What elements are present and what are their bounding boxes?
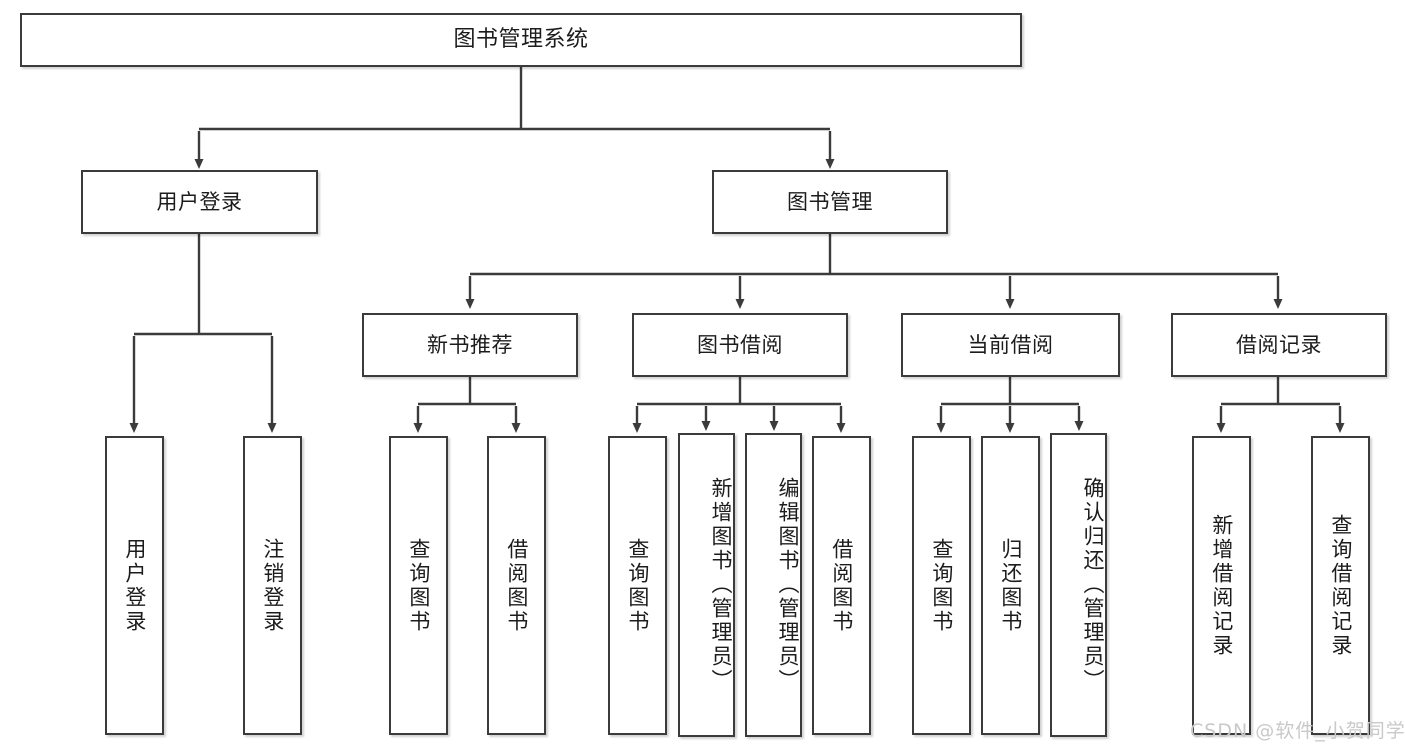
leaf-current-borrow-return-book[interactable]: 归还图书 bbox=[981, 436, 1040, 735]
leaf-user-login-login[interactable]: 用户登录 bbox=[105, 436, 164, 735]
leaf-user-login-logout[interactable]: 注销登录 bbox=[243, 436, 302, 735]
leaf-new-book-query-book[interactable]: 查询图书 bbox=[389, 436, 448, 735]
node-new-book-recommend[interactable]: 新书推荐 bbox=[362, 313, 578, 377]
leaf-current-borrow-confirm-return-admin[interactable]: 确认归还（管理员） bbox=[1050, 433, 1107, 737]
leaf-borrow-record-query-record[interactable]: 查询借阅记录 bbox=[1311, 436, 1370, 735]
leaf-book-borrow-add-book-admin[interactable]: 新增图书（管理员） bbox=[678, 433, 735, 737]
node-current-borrow[interactable]: 当前借阅 bbox=[901, 313, 1120, 377]
leaf-book-borrow-query-book[interactable]: 查询图书 bbox=[608, 436, 667, 735]
node-user-login[interactable]: 用户登录 bbox=[81, 170, 318, 234]
leaf-book-borrow-borrow-book[interactable]: 借阅图书 bbox=[812, 436, 871, 735]
node-root-system[interactable]: 图书管理系统 bbox=[20, 13, 1022, 67]
leaf-borrow-record-add-record[interactable]: 新增借阅记录 bbox=[1192, 436, 1251, 735]
node-borrow-record[interactable]: 借阅记录 bbox=[1171, 313, 1387, 377]
node-book-borrow[interactable]: 图书借阅 bbox=[632, 313, 848, 377]
csdn-watermark: CSDN @软件_小贺同学 bbox=[1190, 720, 1405, 742]
leaf-new-book-borrow-book[interactable]: 借阅图书 bbox=[487, 436, 546, 735]
leaf-book-borrow-edit-book-admin[interactable]: 编辑图书（管理员） bbox=[745, 433, 802, 737]
node-book-management[interactable]: 图书管理 bbox=[712, 170, 948, 234]
leaf-current-borrow-query-book[interactable]: 查询图书 bbox=[912, 436, 971, 735]
